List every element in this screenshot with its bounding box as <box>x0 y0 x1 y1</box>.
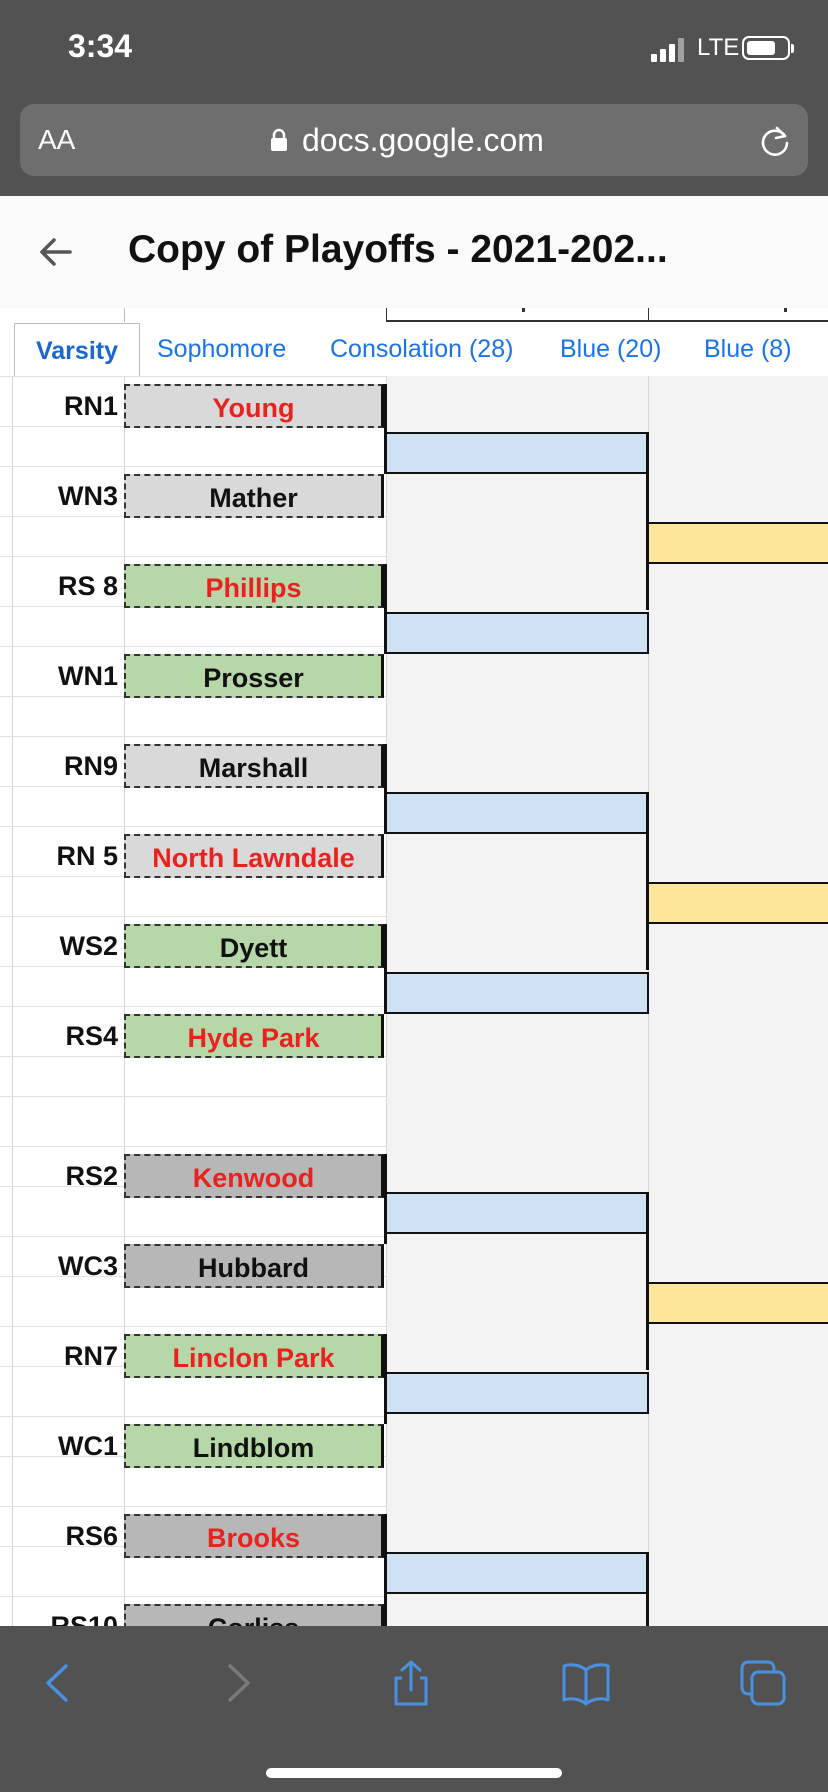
team-cell[interactable]: Kenwood <box>124 1154 384 1198</box>
book-icon[interactable] <box>561 1658 611 1708</box>
round3-slot[interactable] <box>647 1282 828 1324</box>
bracket-connector <box>646 792 649 970</box>
seed-label: WS2 <box>59 931 118 961</box>
team-cell[interactable]: North Lawndale <box>124 834 384 878</box>
sheet-tabs: Varsity Sophomore Consolation (28) Blue … <box>0 322 828 378</box>
arrow-left-icon[interactable] <box>36 232 76 272</box>
seed-label: WN1 <box>58 661 118 691</box>
seed-label: WC3 <box>58 1251 118 1281</box>
team-cell[interactable]: Marshall <box>124 744 384 788</box>
team-cell[interactable]: Prosser <box>124 654 384 698</box>
tab-sophomore[interactable]: Sophomore <box>157 335 287 363</box>
round2-slot[interactable] <box>385 792 649 834</box>
column-header-strip <box>0 308 828 322</box>
bracket-connector <box>384 1154 387 1244</box>
team-cell[interactable]: Lindblom <box>124 1424 384 1468</box>
signal-icon <box>651 38 687 62</box>
round2-slot[interactable] <box>385 972 649 1014</box>
round3-slot[interactable] <box>647 882 828 924</box>
round2-slot[interactable] <box>385 1192 649 1234</box>
bracket-connector <box>384 1514 387 1626</box>
team-cell[interactable]: Mather <box>124 474 384 518</box>
bracket-connector <box>384 1334 387 1424</box>
round2-slot[interactable] <box>385 1552 649 1594</box>
home-indicator <box>266 1768 562 1778</box>
seed-label: RS2 <box>65 1161 118 1191</box>
doc-header: Copy of Playoffs - 2021-202... <box>0 196 828 309</box>
team-cell[interactable]: Phillips <box>124 564 384 608</box>
bracket-connector <box>384 384 387 474</box>
team-cell[interactable]: Hyde Park <box>124 1014 384 1058</box>
text-size-button[interactable]: AA <box>38 124 75 156</box>
chevron-left-icon[interactable] <box>34 1658 84 1708</box>
battery-icon <box>742 36 790 60</box>
team-cell[interactable]: Linclon Park <box>124 1334 384 1378</box>
team-cell[interactable]: Corliss <box>124 1604 384 1626</box>
chevron-right-icon[interactable] <box>212 1658 262 1708</box>
tab-consolation[interactable]: Consolation (28) <box>330 335 514 363</box>
seed-label: RS 8 <box>57 571 118 601</box>
tab-blue-8[interactable]: Blue (8) <box>704 335 792 363</box>
text-size-label: AA <box>38 124 76 155</box>
browser-chrome: AA docs.google.com <box>0 100 828 196</box>
seed-label: RS10 <box>50 1611 118 1626</box>
bracket-connector <box>646 1552 649 1626</box>
seed-label: RS4 <box>65 1021 118 1051</box>
seed-label: RN 5 <box>56 841 118 871</box>
team-cell[interactable]: Hubbard <box>124 1244 384 1288</box>
seed-label: RS6 <box>65 1521 118 1551</box>
round2-slot[interactable] <box>385 432 649 474</box>
seed-label: RN1 <box>63 391 118 421</box>
seed-label: WC1 <box>58 1431 118 1461</box>
team-cell[interactable]: Brooks <box>124 1514 384 1558</box>
bracket-connector <box>384 564 387 654</box>
team-cell[interactable]: Young <box>124 384 384 428</box>
team-cell[interactable]: Dyett <box>124 924 384 968</box>
share-icon[interactable] <box>386 1658 436 1708</box>
status-time: 3:34 <box>68 28 133 64</box>
lock-icon <box>271 128 287 151</box>
round2-slot[interactable] <box>385 612 649 654</box>
bracket-connector <box>384 924 387 1014</box>
seed-label: WN3 <box>58 481 118 511</box>
bracket-connector <box>646 432 649 610</box>
tabs-icon[interactable] <box>738 1658 788 1708</box>
reload-icon[interactable] <box>758 124 792 158</box>
status-bar: 3:34 LTE <box>0 0 828 100</box>
seed-label: RN7 <box>63 1341 118 1371</box>
round2-slot[interactable] <box>385 1372 649 1414</box>
doc-title: Copy of Playoffs - 2021-202... <box>128 228 668 271</box>
seed-label: RN9 <box>63 751 118 781</box>
bracket-connector <box>646 1192 649 1370</box>
round3-slot[interactable] <box>647 522 828 564</box>
browser-toolbar <box>0 1626 828 1792</box>
address-bar[interactable]: AA docs.google.com <box>20 104 808 176</box>
tab-varsity[interactable]: Varsity <box>14 323 140 378</box>
network-label: LTE <box>697 34 740 61</box>
tab-blue-20[interactable]: Blue (20) <box>560 335 662 363</box>
url-domain[interactable]: docs.google.com <box>302 122 544 158</box>
bracket-connector <box>384 744 387 834</box>
